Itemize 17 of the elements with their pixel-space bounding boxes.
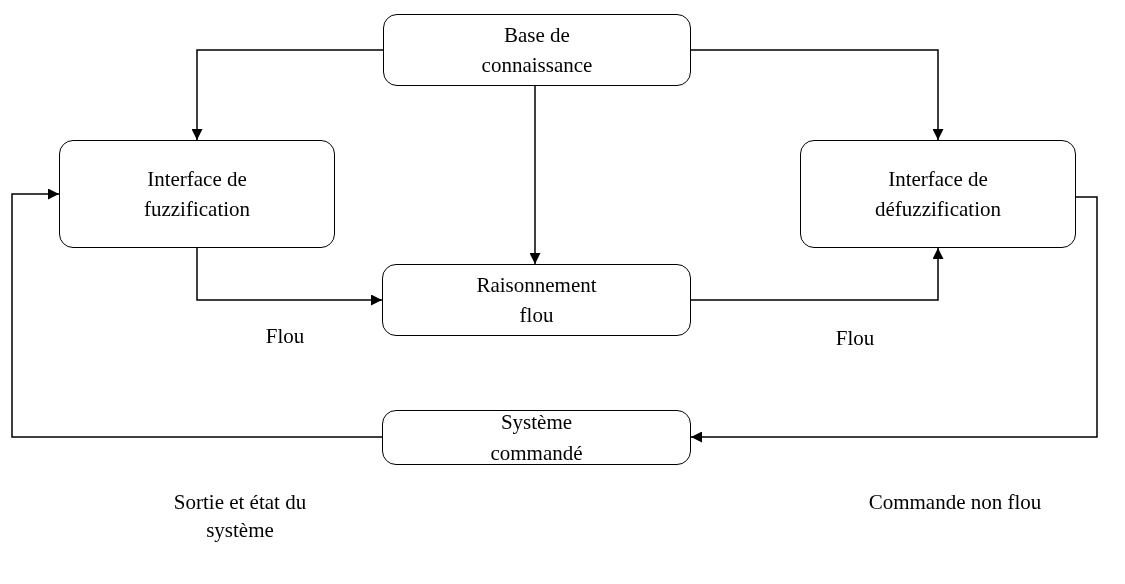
arrow: [529, 85, 541, 265]
arrow: [690, 196, 1098, 443]
arrow: [690, 247, 944, 301]
process-box: [800, 140, 1076, 248]
process-box: [59, 140, 335, 248]
arrow: [191, 49, 384, 141]
process-box: [382, 264, 691, 336]
node-text: Interface de défuzzification: [874, 165, 1002, 223]
arrow: [196, 247, 383, 306]
arrow: [11, 188, 383, 438]
process-box: [383, 14, 691, 86]
node-text: Système commandé: [489, 409, 584, 467]
process-box: [382, 410, 691, 465]
arrow: [690, 49, 944, 141]
node-text: Raisonnement flou: [475, 271, 598, 329]
node-text: Base de connaissance: [480, 21, 594, 79]
node-text: Interface de fuzzification: [142, 165, 252, 223]
